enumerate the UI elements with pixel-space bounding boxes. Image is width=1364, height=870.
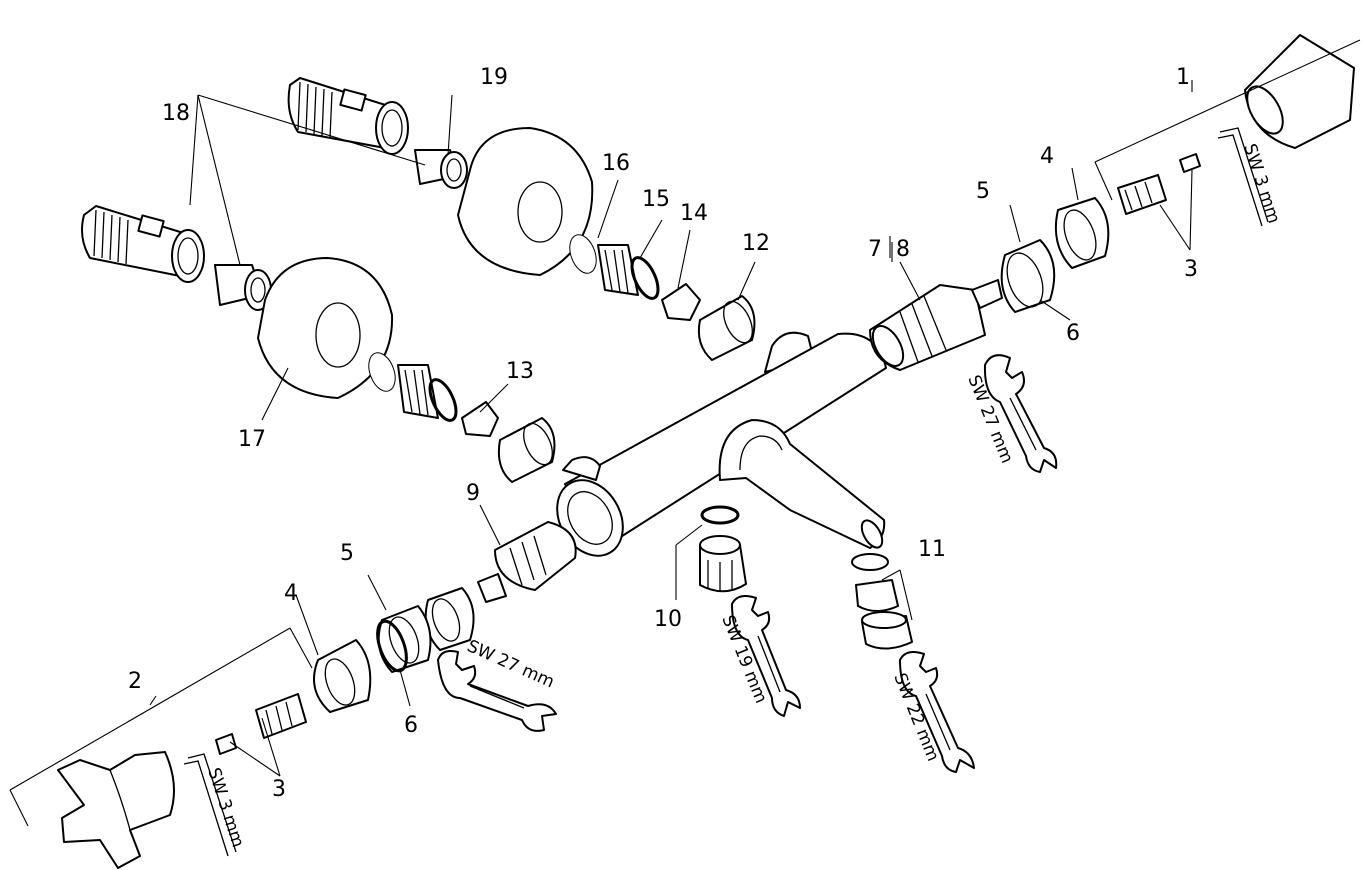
lower-cover-rosette	[257, 257, 394, 399]
wrench-left-icon	[437, 650, 557, 732]
lower-union-nut	[497, 417, 556, 483]
wrench-aerator-icon	[899, 651, 975, 773]
flow-cartridge	[477, 521, 577, 603]
right-adapter	[1000, 239, 1056, 313]
upper-eccentric-connector	[287, 77, 409, 155]
part-labels: 1 2 3 3 4 4 5 5 6 6 7 8 9 10 11 12 13 14…	[128, 65, 1198, 802]
spout-adapter	[699, 505, 747, 593]
label-part-18: 18	[162, 101, 190, 126]
label-part-6-right: 6	[1066, 321, 1080, 346]
lower-check-valve	[461, 401, 499, 437]
label-part-3-left: 3	[272, 777, 286, 802]
mixer-body	[556, 331, 887, 557]
upper-wall-union	[414, 149, 468, 189]
right-handle	[1244, 34, 1355, 149]
label-part-16: 16	[602, 151, 630, 176]
label-part-2: 2	[128, 669, 142, 694]
spout-aerator	[851, 553, 913, 650]
upper-filter-valve	[569, 234, 660, 300]
left-stop-ring	[313, 639, 372, 713]
upper-cover-rosette	[457, 127, 594, 276]
label-part-5-right: 5	[976, 179, 990, 204]
right-extension-spindle	[1117, 153, 1201, 215]
label-part-17: 17	[238, 427, 266, 452]
hex-key-bottom-size: SW 3 mm	[203, 765, 247, 849]
left-cross-handle	[57, 751, 175, 869]
label-part-6-left: 6	[404, 713, 418, 738]
thermostat-cartridge	[869, 279, 1003, 371]
label-part-3-right: 3	[1184, 257, 1198, 282]
label-part-4-left: 4	[284, 581, 298, 606]
hex-key-top-icon	[1217, 127, 1269, 227]
upper-check-valve	[661, 283, 701, 321]
lower-eccentric-connector	[81, 205, 205, 283]
lower-filter-valve	[368, 352, 458, 422]
label-part-8: 8	[896, 237, 910, 262]
left-locking-nut	[424, 587, 475, 651]
right-stop-ring	[1054, 197, 1110, 269]
label-part-4-right: 4	[1040, 144, 1054, 169]
label-part-10: 10	[654, 607, 682, 632]
left-adapter	[376, 605, 432, 673]
label-part-1: 1	[1176, 65, 1190, 90]
label-part-19: 19	[480, 65, 508, 90]
lower-wall-union	[214, 264, 272, 311]
left-extension-spindle	[215, 693, 307, 755]
wrench-spout-icon	[731, 595, 801, 717]
leader-lines	[9, 39, 1361, 827]
label-part-14: 14	[680, 201, 708, 226]
hex-key-bottom-icon	[183, 753, 237, 857]
wrench-left-size: SW 27 mm	[464, 636, 557, 692]
label-part-12: 12	[742, 231, 770, 256]
label-part-15: 15	[642, 187, 670, 212]
label-part-9: 9	[466, 481, 480, 506]
upper-union-nut	[697, 295, 756, 361]
wrench-right-icon	[983, 354, 1058, 473]
label-part-7: 7	[868, 237, 882, 262]
label-part-13: 13	[506, 359, 534, 384]
hex-key-top-size: SW 3 mm	[1239, 141, 1283, 225]
label-part-11: 11	[918, 537, 946, 562]
label-part-5-left: 5	[340, 541, 354, 566]
